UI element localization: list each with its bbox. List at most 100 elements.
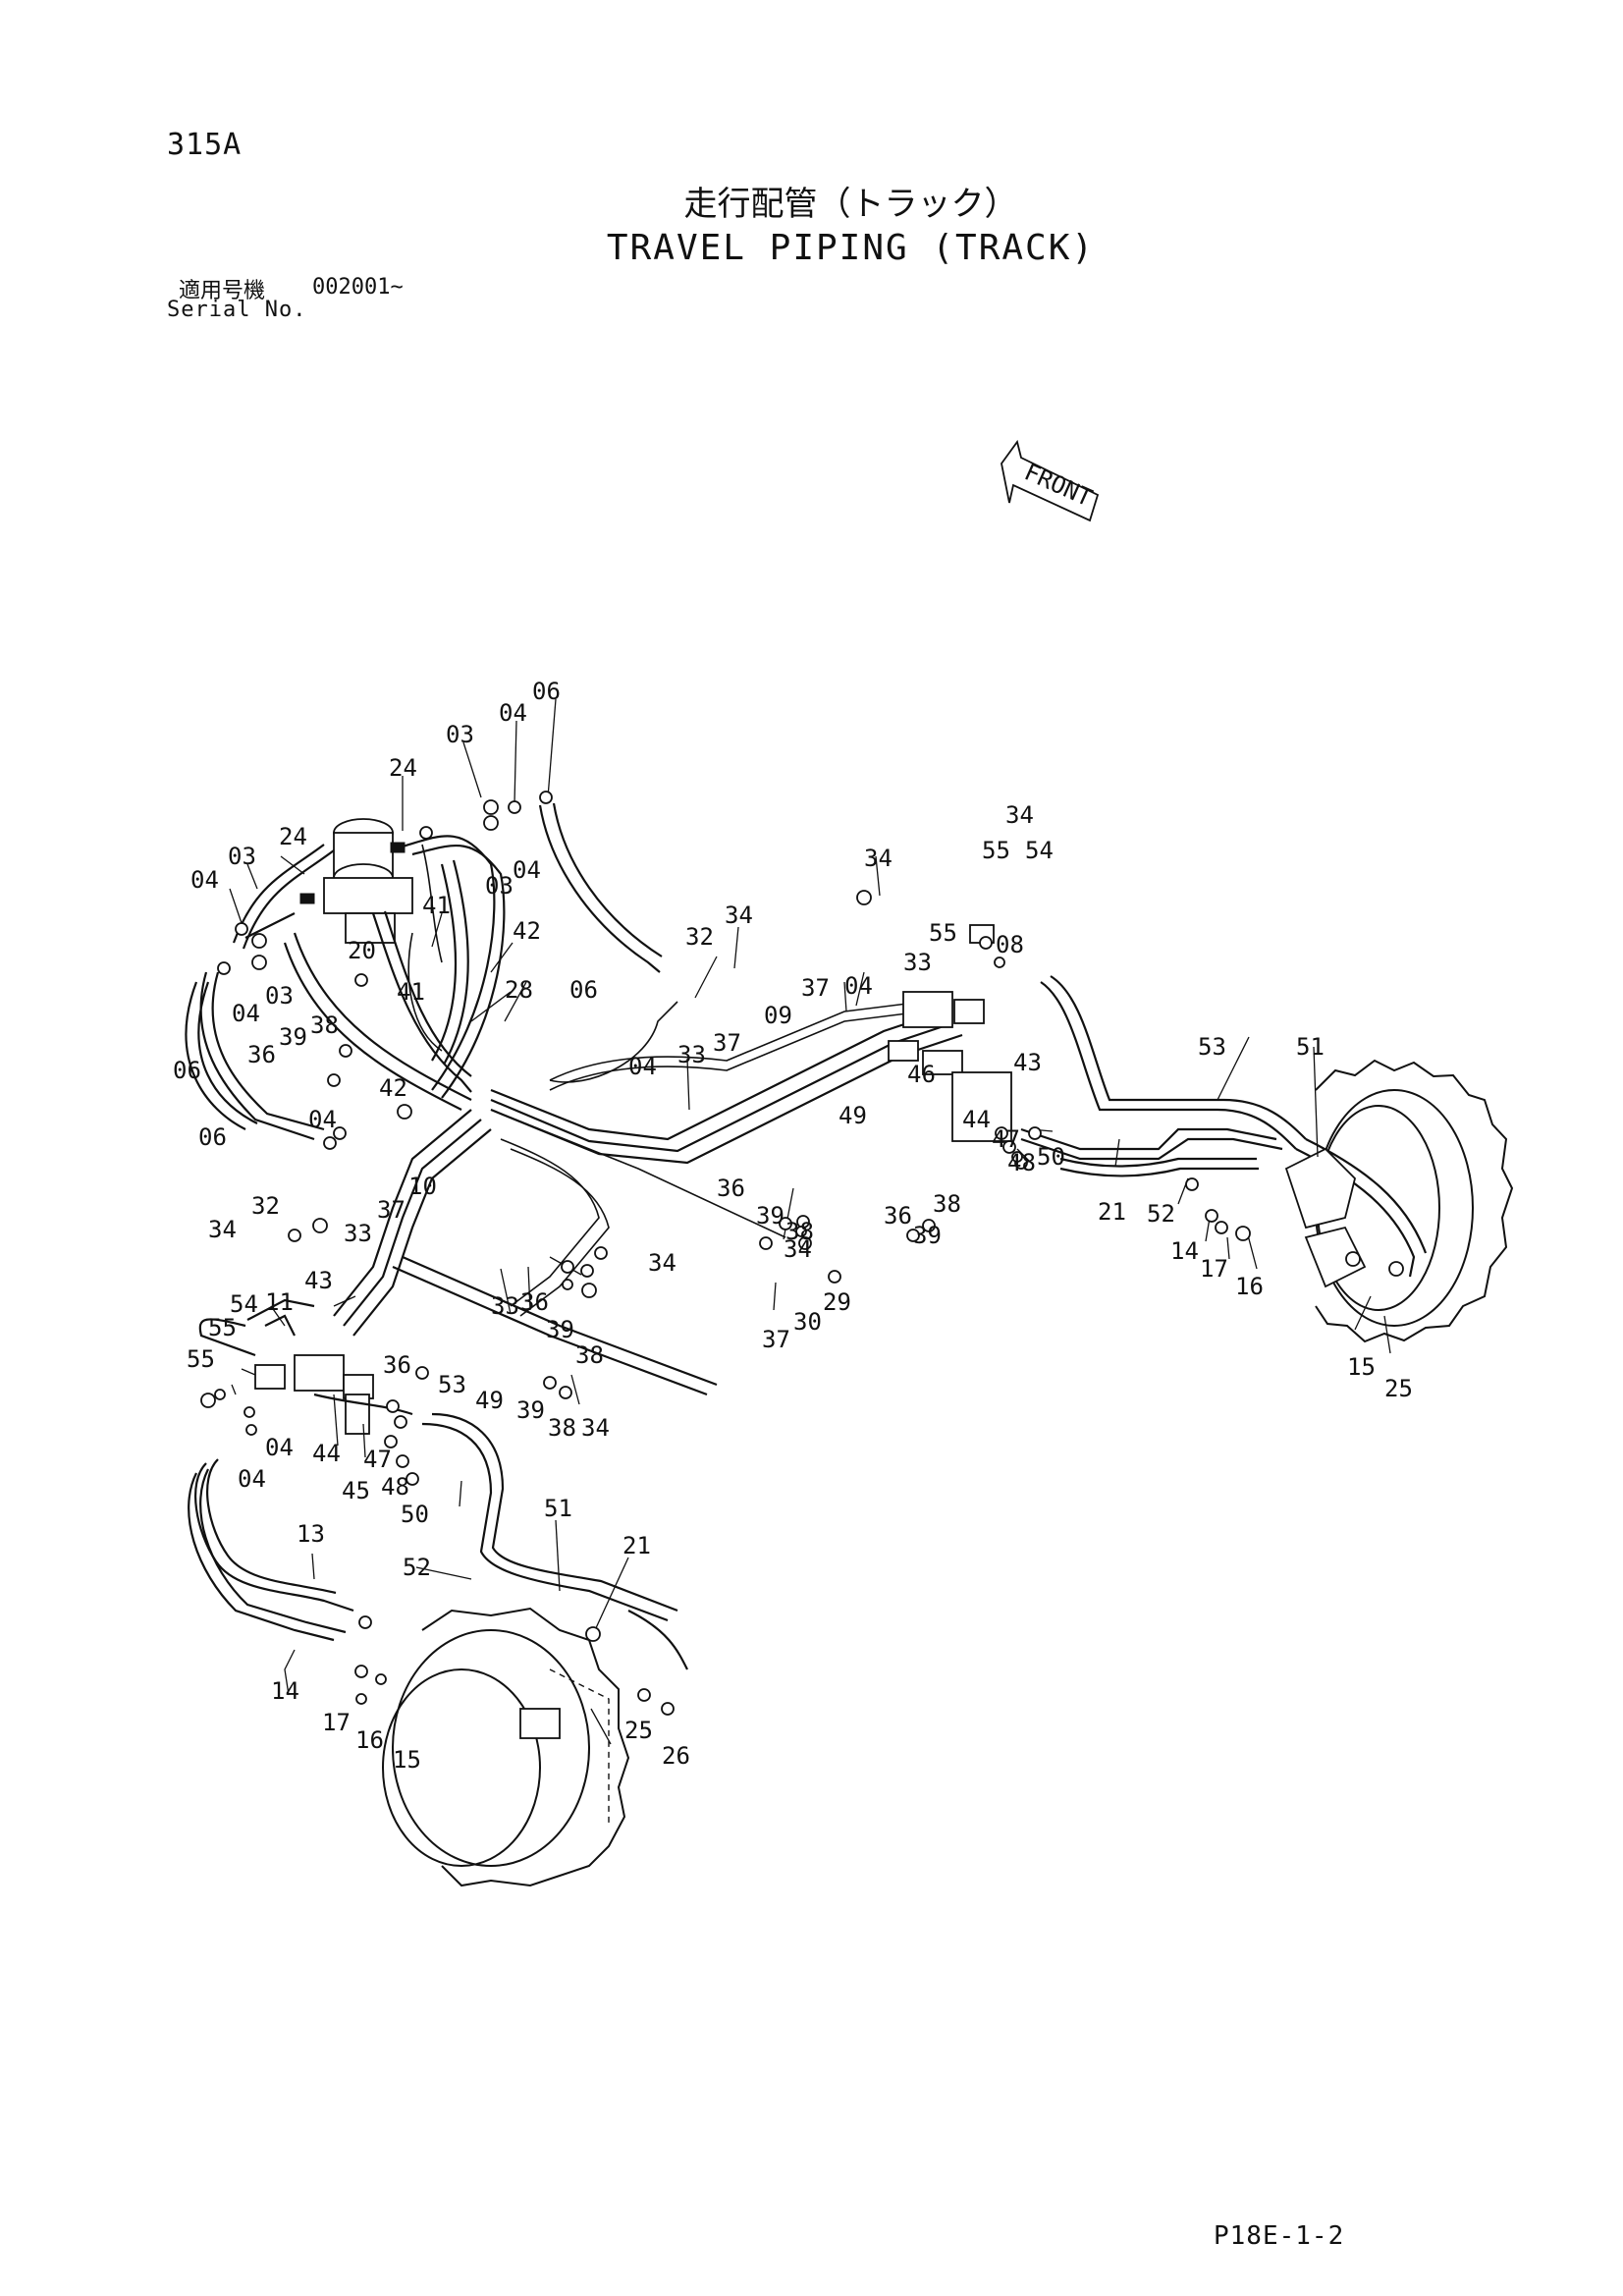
callout-39: 36: [884, 1202, 912, 1230]
leader-lines: [229, 698, 1391, 1745]
callout-41: 41: [422, 892, 451, 919]
callout-55: 55: [208, 1314, 237, 1341]
callout-04: 04: [265, 1434, 294, 1461]
center-joint: [299, 818, 413, 944]
callout-42: 42: [379, 1074, 407, 1102]
page-number: 315A: [167, 128, 243, 162]
callout-34: 34: [648, 1249, 676, 1277]
callout-11: 11: [265, 1288, 294, 1316]
page-title-english: TRAVEL PIPING (TRACK): [606, 228, 1096, 268]
callout-45: 45: [342, 1477, 370, 1504]
callout-49: 49: [475, 1387, 504, 1414]
callout-38: 38: [548, 1414, 576, 1442]
callout-17: 17: [322, 1709, 351, 1736]
callout-44: 46: [907, 1061, 936, 1088]
callout-29: 29: [823, 1288, 851, 1316]
left-manifold: [188, 1298, 688, 1670]
callout-16: 16: [355, 1726, 384, 1754]
callout-04: 04: [190, 866, 219, 894]
callout-50: 48: [1007, 1149, 1036, 1176]
callout-36: 49: [839, 1102, 867, 1129]
callout-06: 06: [173, 1057, 201, 1084]
callout-50: 50: [401, 1501, 429, 1528]
callout-36: 36: [717, 1175, 745, 1202]
callout-04: 04: [238, 1465, 266, 1493]
callout-15: 15: [393, 1746, 421, 1774]
callout-36: 36: [383, 1351, 411, 1379]
callout-34: 34: [208, 1216, 237, 1243]
callout-26: 26: [662, 1742, 690, 1770]
callout-04: 04: [308, 1106, 337, 1133]
callout-38: 38: [310, 1011, 339, 1039]
callout-16: 17: [1200, 1255, 1228, 1283]
callout-04: 04: [628, 1053, 657, 1080]
callout-38: 38: [575, 1341, 604, 1369]
callout-44: 44: [312, 1440, 341, 1467]
callout-33: 33: [677, 1041, 706, 1068]
callout-33: 33: [491, 1292, 519, 1320]
callout-54: 55: [982, 837, 1010, 864]
callout-34: 34: [864, 845, 893, 872]
callout-21: 21: [622, 1532, 651, 1559]
callout-37: 04: [844, 972, 873, 1000]
callout-38: 39: [913, 1222, 942, 1249]
callout-32: 32: [251, 1192, 280, 1220]
callout-54: 54: [230, 1290, 258, 1318]
callout-04: 04: [232, 1000, 260, 1027]
callout-08: 55: [929, 919, 957, 947]
right-upper-hoses: [407, 802, 678, 1083]
page-title-japanese: 走行配管（トラック）: [683, 185, 1018, 224]
callout-13: 13: [297, 1520, 325, 1548]
left-travel-motor: [382, 1607, 630, 1887]
callout-51: 51: [544, 1495, 572, 1522]
callout-48: 48: [381, 1473, 409, 1501]
callout-34: 34: [725, 902, 753, 929]
callout-03: 03: [446, 721, 474, 748]
callout-14: 52: [1147, 1200, 1175, 1228]
callout-04: 04: [499, 699, 527, 727]
callout-30: 30: [793, 1308, 822, 1336]
front-direction-arrow: FRONT: [1001, 439, 1100, 522]
callout-04: 04: [513, 856, 541, 884]
callout-42: 42: [513, 917, 541, 945]
callout-49: 50: [1037, 1143, 1065, 1171]
callout-03: 03: [228, 843, 256, 870]
callout-55: 34: [1005, 801, 1034, 829]
callout-43: 33: [903, 949, 932, 976]
callout-25: 15: [1347, 1353, 1376, 1381]
callout-21: 51: [1296, 1033, 1325, 1061]
callout-03: 03: [265, 982, 294, 1010]
callout-36: 36: [520, 1288, 549, 1316]
callout-10: 10: [408, 1173, 437, 1200]
drawing-reference-code: P18E-1-2: [1214, 2221, 1345, 2251]
callout-46: 43: [1013, 1049, 1042, 1076]
serial-number-value: 002001~: [312, 275, 404, 300]
callout-37: 37: [713, 1029, 741, 1057]
callout-55: 54: [1025, 837, 1054, 864]
callout-24: 24: [279, 823, 307, 850]
callout-20: 20: [348, 937, 376, 964]
callout-06: 06: [198, 1123, 227, 1151]
callout-52: 21: [1098, 1198, 1126, 1226]
callout-15: 16: [1235, 1273, 1264, 1300]
callout-06: 06: [532, 678, 561, 705]
callout-36: 36: [247, 1041, 276, 1068]
callout-14: 14: [271, 1677, 299, 1705]
callout-28: 28: [505, 976, 533, 1004]
callout-labels: 06 04 03 24 24 03 04 03 04 03 20 41 42 4…: [173, 678, 1413, 1774]
callout-39: 39: [279, 1023, 307, 1051]
callout-53: 53: [438, 1371, 466, 1398]
callout-39: 39: [546, 1316, 574, 1343]
callout-17: 14: [1170, 1237, 1199, 1265]
callout-33: 37: [801, 974, 830, 1002]
callout-03: 03: [485, 872, 514, 900]
callout-47: 47: [363, 1446, 392, 1473]
serial-label-japanese: 適用号機: [179, 279, 266, 303]
callout-52: 52: [403, 1554, 431, 1581]
callout-51: 53: [1198, 1033, 1226, 1061]
callout-06: 06: [569, 976, 598, 1004]
callout-41: 41: [397, 978, 425, 1006]
serial-label-english: Serial No.: [167, 298, 307, 322]
callout-43: 43: [304, 1267, 333, 1294]
callout-37: 37: [762, 1326, 790, 1353]
